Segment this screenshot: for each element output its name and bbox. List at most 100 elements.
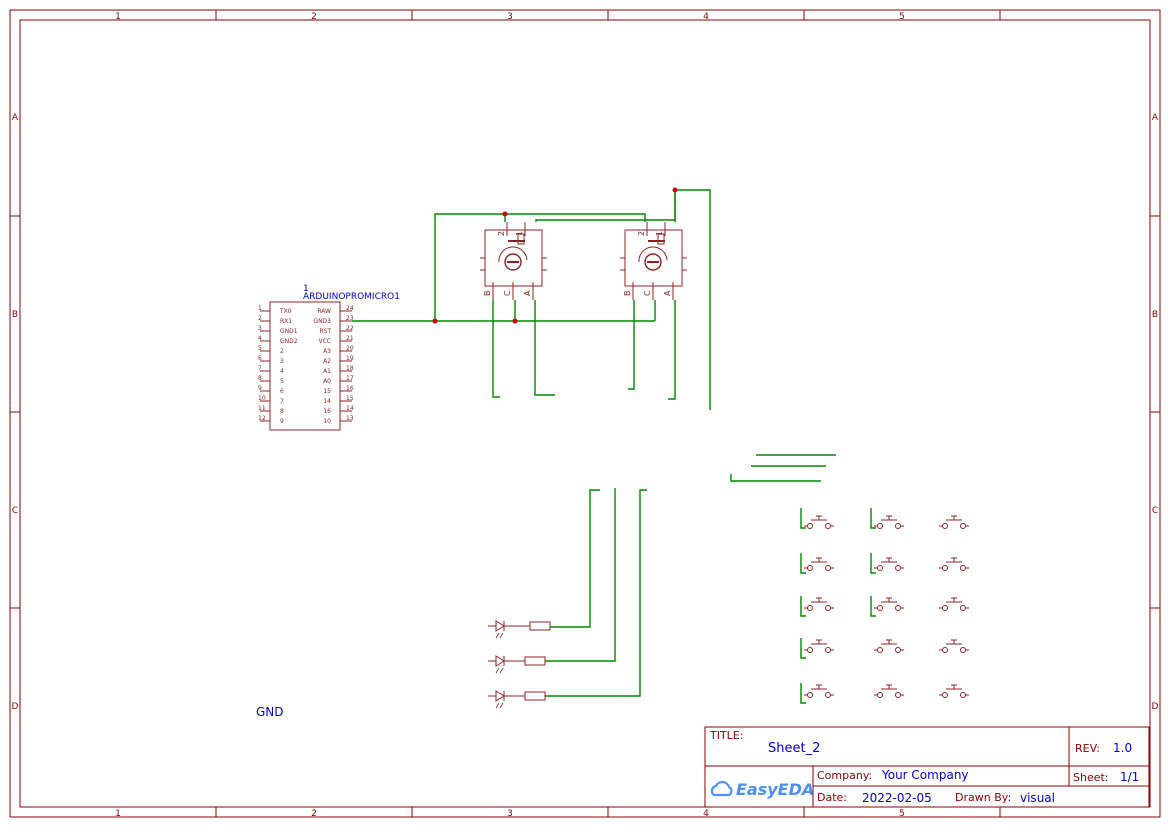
wire xyxy=(535,189,711,410)
row-label-right: A xyxy=(1152,113,1159,123)
easyeda-logo: EasyEDA xyxy=(710,780,814,799)
column-label-bottom: 4 xyxy=(703,809,709,819)
button-contact xyxy=(895,605,901,611)
cloud-icon xyxy=(710,780,733,797)
mcu-pin-label: RX1 xyxy=(280,318,292,325)
row-label-left: C xyxy=(12,506,18,516)
mcu-pin-number: 21 xyxy=(346,335,354,342)
mcu-pin-number: 12 xyxy=(258,415,266,422)
push-button xyxy=(939,639,969,653)
column-label-top: 4 xyxy=(703,12,709,22)
date-label: Date: xyxy=(817,791,847,804)
mcu-ref-label: 1 xyxy=(303,284,309,294)
button-contact xyxy=(942,647,948,653)
encoder-switch xyxy=(517,233,525,245)
button-contact xyxy=(942,692,948,698)
column-label-top: 2 xyxy=(311,12,317,22)
button-contact xyxy=(895,647,901,653)
drawn-by-value: visual xyxy=(1020,791,1055,805)
encoder-pin-label: 1 xyxy=(515,231,524,236)
outer-border xyxy=(9,9,1161,818)
push-button xyxy=(939,597,969,611)
wire xyxy=(434,213,646,321)
title-label: TITLE: xyxy=(709,729,743,742)
push-button xyxy=(804,684,834,698)
push-button xyxy=(804,515,834,529)
button-contact xyxy=(807,565,813,571)
encoder-body xyxy=(484,229,543,287)
button-contact xyxy=(877,647,883,653)
push-button xyxy=(804,597,834,611)
mcu-pin-number: 4 xyxy=(258,335,262,342)
switch-wire xyxy=(800,683,806,704)
button-contact xyxy=(877,565,883,571)
switch-wire xyxy=(800,596,806,617)
junction-dot xyxy=(432,318,438,324)
mcu-pin-label: 8 xyxy=(280,408,284,415)
mcu-pin-number: 22 xyxy=(346,325,354,332)
button-contact xyxy=(942,523,948,529)
row-label-right: B xyxy=(1152,310,1158,320)
column-label-bottom: 5 xyxy=(899,809,905,819)
button-contact xyxy=(960,647,966,653)
button-contact xyxy=(807,523,813,529)
switch-wire xyxy=(800,638,806,659)
drawn-by-label: Drawn By: xyxy=(955,791,1011,804)
title-block: TITLE: Sheet_2 REV: 1.0 Company: Your Co… xyxy=(704,726,1150,808)
resistor xyxy=(524,656,546,666)
switch-wire xyxy=(870,553,876,574)
button-contact xyxy=(825,647,831,653)
mcu-pin-label: 14 xyxy=(323,398,331,405)
mcu-body xyxy=(269,301,341,431)
encoder-pin-label: A xyxy=(663,290,672,296)
button-contact xyxy=(807,647,813,653)
mcu-pin-number: 7 xyxy=(258,365,262,372)
encoder-pin-label: 2 xyxy=(497,231,506,236)
push-button xyxy=(874,557,904,571)
mcu-pin-label: VCC xyxy=(319,338,331,345)
title-block-border xyxy=(704,726,1150,808)
mcu-pin-number: 16 xyxy=(346,385,354,392)
button-contact xyxy=(895,523,901,529)
button-contact xyxy=(807,692,813,698)
light-ray-icon xyxy=(495,632,504,639)
light-ray-icon xyxy=(495,667,504,674)
button-contact xyxy=(825,605,831,611)
push-button-matrix xyxy=(804,515,969,698)
mcu-pin-number: 13 xyxy=(346,415,354,422)
button-contact xyxy=(942,605,948,611)
encoder-switch xyxy=(657,233,665,245)
button-contact xyxy=(960,523,966,529)
mcu-pin-number: 17 xyxy=(346,375,354,382)
wire xyxy=(730,474,821,482)
led-icon xyxy=(495,655,505,667)
mcu-pin-label: A0 xyxy=(323,378,331,385)
date-value: 2022-02-05 xyxy=(862,791,932,805)
switch-wire xyxy=(870,508,876,529)
push-button xyxy=(874,597,904,611)
mcu-pin-label: 4 xyxy=(280,368,284,375)
mcu-pin-label: GND1 xyxy=(280,328,298,335)
mcu-pin-number: 9 xyxy=(258,385,262,392)
button-contact xyxy=(825,523,831,529)
wire-layer xyxy=(352,189,876,704)
row-label-right: C xyxy=(1152,506,1158,516)
mcu-pin-label: A2 xyxy=(323,358,331,365)
encoder-body xyxy=(624,229,683,287)
mcu-pin-number: 11 xyxy=(258,405,266,412)
row-label-left: B xyxy=(12,310,18,320)
mcu-pin-number: 2 xyxy=(258,315,262,322)
column-label-top: 1 xyxy=(115,12,121,22)
mcu-pin-label: 5 xyxy=(280,378,284,385)
rotation-arrow-icon xyxy=(498,246,528,263)
mcu-pin-label: A3 xyxy=(323,348,331,355)
wire xyxy=(550,489,600,628)
button-contact xyxy=(807,605,813,611)
mcu-pin-label: RAW xyxy=(317,308,331,315)
wire-junctions xyxy=(432,187,678,324)
mcu-pin-label: 7 xyxy=(280,398,284,405)
encoder-pin-label: B xyxy=(623,291,632,297)
